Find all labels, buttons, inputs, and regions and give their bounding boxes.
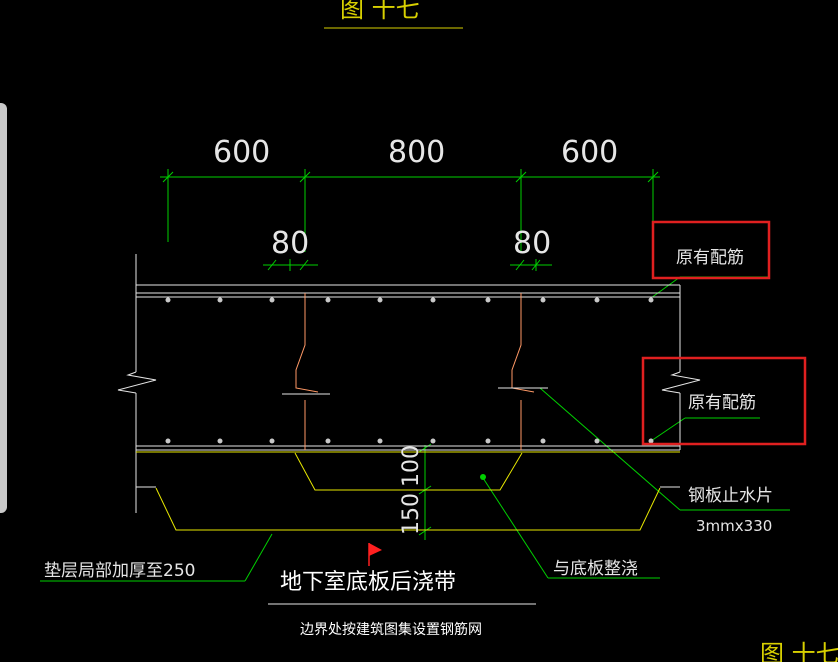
title-block: 地下室底板后浇带 边界处按建筑图集设置钢筋网 — [268, 543, 536, 638]
label-waterstop-size: 3mmx330 — [696, 517, 772, 535]
header-title-text: 图 十七 — [340, 0, 420, 23]
dim-top-middle: 800 — [388, 135, 445, 170]
highlight-box-top — [651, 220, 771, 280]
footer-title-text: 图 十七 — [760, 640, 838, 662]
label-waterstop: 钢板止水片 — [688, 486, 773, 506]
label-existing-rebar-top: 原有配筋 — [676, 248, 744, 268]
slab-outline — [117, 254, 701, 513]
dim-top-right: 600 — [561, 135, 618, 170]
label-existing-rebar-bottom: 原有配筋 — [688, 393, 756, 413]
highlight-box-bottom — [641, 356, 807, 446]
main-title: 地下室底板后浇带 — [280, 570, 456, 595]
subtitle: 边界处按建筑图集设置钢筋网 — [300, 621, 482, 638]
dim-top-left: 600 — [213, 135, 270, 170]
header-title: 图 十七 — [324, 0, 463, 29]
dim-offset-right: 80 — [513, 226, 551, 261]
cushion-layer — [136, 451, 680, 531]
side-panel-tab[interactable] — [0, 103, 7, 513]
rebar-dots — [165, 297, 654, 444]
dim-offset-left: 80 — [271, 226, 309, 261]
waterstop — [282, 387, 548, 395]
leader-dot — [480, 474, 486, 480]
flag-icon — [368, 543, 382, 566]
rebar-links — [295, 293, 535, 450]
dim-depth-lower: 150 — [399, 493, 424, 535]
label-cushion: 垫层局部加厚至250 — [44, 561, 195, 581]
dim-depth-upper: 100 — [399, 445, 424, 487]
label-pour-with-slab: 与底板整浇 — [553, 559, 638, 579]
